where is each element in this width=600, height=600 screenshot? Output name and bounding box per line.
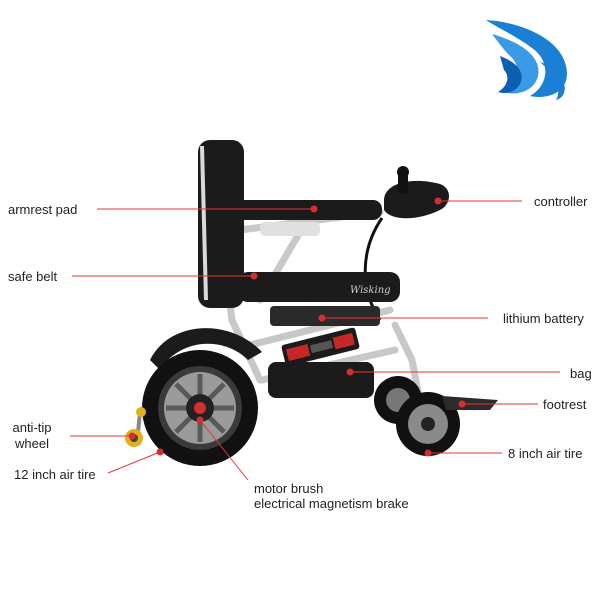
label-lithium-battery: lithium battery [503, 311, 584, 326]
leader-motor [199, 419, 249, 481]
wing-logo [486, 20, 567, 100]
label-armrest-pad: armrest pad [8, 202, 78, 217]
label-controller: controller [534, 194, 588, 209]
label-safe-belt: safe belt [8, 269, 58, 284]
label-motor-line2: electrical magnetism brake [254, 496, 409, 511]
label-anti-tip-line2: wheel [15, 436, 49, 451]
label-motor-line1: motor brush [254, 481, 324, 496]
label-bag: bag [570, 366, 592, 381]
leader-dots [128, 197, 466, 457]
leader-12-inch [107, 451, 161, 474]
armrest [236, 200, 382, 220]
label-12-inch-tire: 12 inch air tire [14, 467, 96, 482]
anti-tip-wheel [125, 407, 146, 447]
wheelchair: Wisking [125, 140, 498, 466]
label-anti-tip-line1: anti-tip [12, 420, 52, 435]
frame-badge [281, 327, 360, 367]
front-casters [374, 376, 460, 456]
rear-fender [150, 328, 262, 370]
backrest [198, 140, 244, 308]
label-footrest: footrest [543, 397, 587, 412]
battery-pack [270, 306, 380, 326]
footrest-plate [442, 396, 498, 410]
rear-wheel [142, 350, 258, 466]
seat [238, 272, 400, 302]
leader-lines [70, 200, 560, 481]
label-8-inch-tire: 8 inch air tire [508, 446, 583, 461]
seat-brand-text: Wisking [350, 285, 391, 296]
storage-bag [268, 362, 374, 398]
